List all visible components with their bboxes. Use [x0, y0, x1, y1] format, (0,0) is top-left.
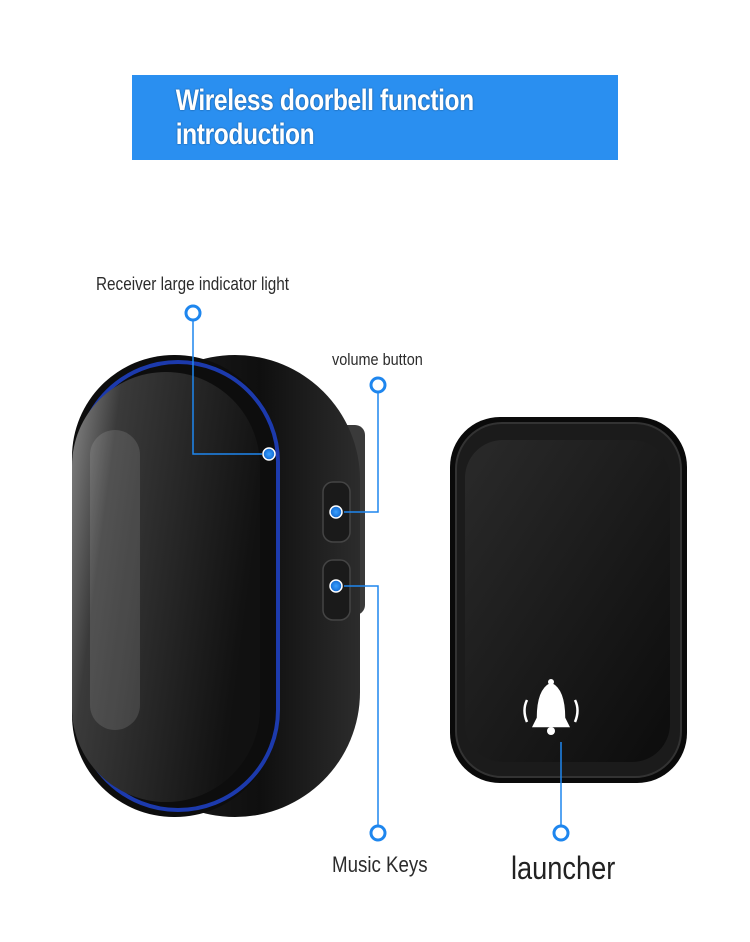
volume-button-label: volume button [332, 350, 423, 369]
music-callout-ring [369, 824, 387, 842]
volume-callout-ring [369, 376, 387, 394]
music-keys-label: Music Keys [332, 852, 428, 877]
banner-title: Wireless doorbell function introduction [175, 83, 474, 151]
music-callout-dot [329, 579, 343, 593]
title-banner: Wireless doorbell function introduction [132, 75, 618, 160]
receiver-device [72, 355, 365, 817]
callout-markers [184, 304, 570, 842]
launcher-callout-ring [552, 824, 570, 842]
bell-icon [523, 679, 579, 735]
callout-lines [192, 320, 562, 826]
indicator-callout-ring [184, 304, 202, 322]
volume-callout-dot [329, 505, 343, 519]
launcher-label: launcher [511, 850, 616, 886]
transmitter-device [450, 417, 687, 783]
indicator-callout-dot [262, 447, 276, 461]
indicator-light-label: Receiver large indicator light [96, 274, 290, 294]
